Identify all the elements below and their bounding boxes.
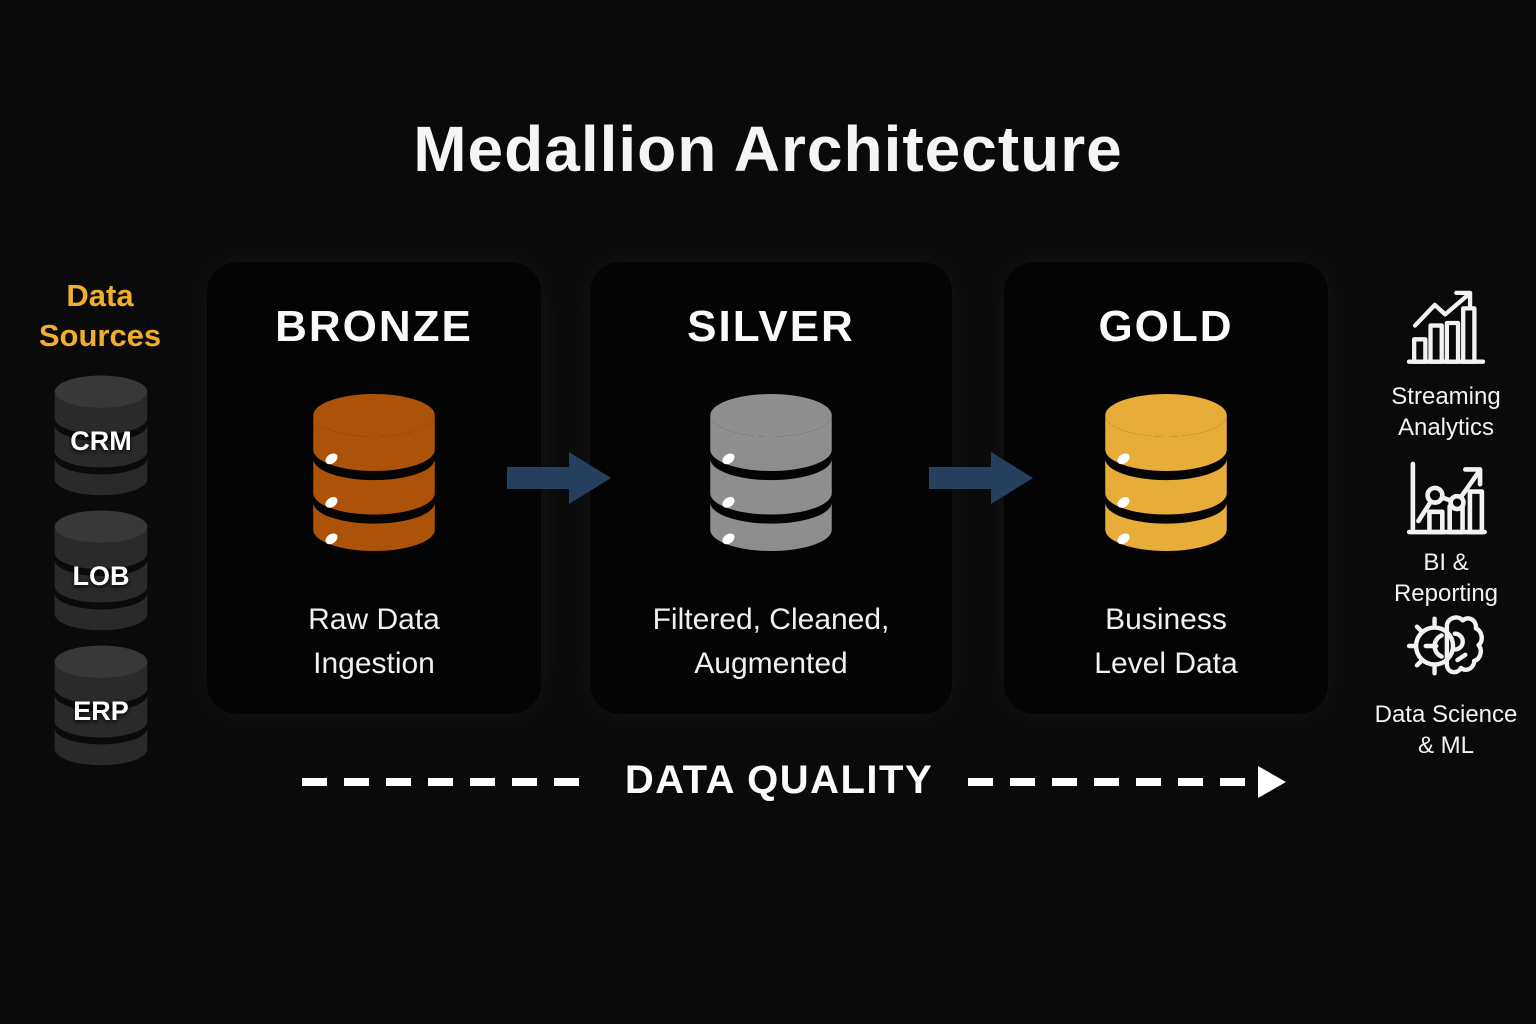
bronze-database-icon	[313, 394, 435, 551]
consumer-streaming-analytics: Streaming Analytics	[1356, 286, 1536, 443]
source-label: LOB	[72, 561, 130, 591]
flow-arrow-icon	[929, 452, 1033, 504]
source-cylinder-crm: CRM	[53, 374, 149, 496]
stage-title: SILVER	[687, 302, 855, 351]
database-icon	[54, 375, 148, 496]
stage-title: BRONZE	[275, 302, 473, 351]
dashed-line-icon	[302, 778, 590, 786]
consumer-bi-reporting: BI & Reporting	[1356, 458, 1536, 609]
stage-caption: Business Level Data	[1094, 603, 1238, 680]
consumer-label: BI & Reporting	[1393, 549, 1499, 607]
source-label: ERP	[73, 696, 129, 726]
source-label: CRM	[70, 426, 132, 456]
gold-database-icon	[1105, 394, 1227, 551]
gear-brain-icon	[1406, 615, 1484, 676]
flow-arrow-icon	[507, 452, 611, 504]
stage-panel-gold: GOLD Business Level Data	[1004, 262, 1328, 714]
source-cylinder-lob: LOB	[53, 509, 149, 631]
page-title: Medallion Architecture	[413, 113, 1123, 185]
stage-title: GOLD	[1098, 302, 1234, 351]
database-icon	[54, 645, 148, 766]
stage-caption: Raw Data Ingestion	[308, 603, 440, 680]
data-sources-label: Data Sources	[38, 278, 162, 354]
consumer-label: Data Science & ML	[1374, 701, 1518, 759]
database-icon	[54, 510, 148, 631]
dashed-arrow-icon	[968, 766, 1286, 798]
consumer-data-science-ml: Data Science & ML	[1356, 602, 1536, 761]
source-cylinder-erp: ERP	[53, 644, 149, 766]
stage-panel-bronze: BRONZE Raw Data Ingestion	[207, 262, 541, 714]
stage-panel-silver: SILVER Filtered, Cleaned, Augmented	[590, 262, 952, 714]
line-bar-chart-icon	[1406, 461, 1487, 535]
consumer-label: Streaming Analytics	[1391, 383, 1501, 441]
silver-database-icon	[710, 394, 832, 551]
stage-caption: Filtered, Cleaned, Augmented	[652, 603, 890, 680]
data-quality-label: DATA QUALITY	[624, 758, 934, 802]
bar-chart-trend-icon	[1406, 290, 1486, 364]
